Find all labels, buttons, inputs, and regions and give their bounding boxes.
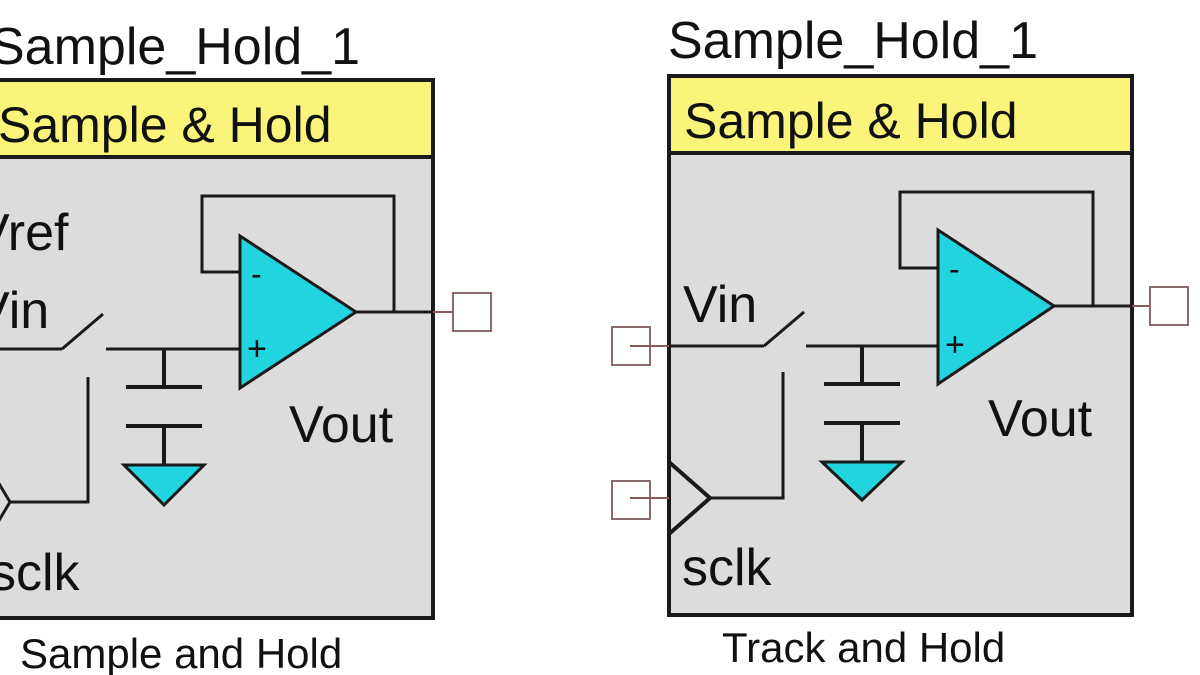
- opamp-minus-right: -: [949, 251, 960, 287]
- opamp-icon-right: [936, 227, 1057, 387]
- ground-icon-right: [818, 460, 906, 503]
- clock-input-icon-right: [667, 460, 714, 536]
- clock-line-right: [710, 372, 785, 500]
- caption-right: Track and Hold: [722, 624, 1005, 671]
- pin-label-vin-right: Vin: [683, 276, 757, 334]
- pin-label-vref: Vref: [0, 204, 69, 262]
- capacitor-icon-left: [126, 349, 202, 465]
- clock-input-icon-left: [0, 482, 12, 522]
- output-port-right[interactable]: [1149, 286, 1189, 326]
- block-header-label-left: Sample & Hold: [0, 97, 332, 153]
- block-header-right: [667, 74, 1134, 155]
- block-body-left[interactable]: [0, 155, 435, 620]
- sample-hold-block-left[interactable]: Sample_Hold_1 Sample & Hold Vref Vin - +: [0, 18, 492, 675]
- opamp-icon-left: [238, 233, 359, 391]
- opamp-plus-right: +: [945, 326, 965, 364]
- block-header-label-right: Sample & Hold: [684, 93, 1018, 149]
- input-port-sclk-right[interactable]: [611, 480, 651, 520]
- pin-label-sclk-left: sclk: [0, 544, 81, 602]
- ground-icon-left: [120, 463, 208, 508]
- instance-name-left: Sample_Hold_1: [0, 18, 360, 76]
- block-header-left: [0, 78, 435, 159]
- pin-label-vout-left: Vout: [289, 396, 394, 454]
- pin-label-vin-left: Vin: [0, 282, 49, 340]
- feedback-wire-left: [200, 194, 396, 312]
- pin-label-vout-right: Vout: [988, 390, 1093, 448]
- opamp-plus-left: +: [247, 330, 267, 368]
- feedback-wire-right: [898, 190, 1095, 306]
- pin-label-sclk-right: sclk: [682, 539, 773, 597]
- capacitor-icon-right: [824, 346, 900, 462]
- switch-right: [669, 310, 940, 348]
- output-port-left[interactable]: [452, 292, 492, 332]
- instance-name-right: Sample_Hold_1: [668, 12, 1038, 70]
- clock-line-left: [10, 377, 90, 504]
- opamp-minus-left: -: [251, 256, 262, 292]
- switch-left: [0, 312, 240, 351]
- track-hold-block-right[interactable]: Sample_Hold_1 Sample & Hold Vin - +: [611, 12, 1189, 671]
- caption-left: Sample and Hold: [20, 630, 342, 675]
